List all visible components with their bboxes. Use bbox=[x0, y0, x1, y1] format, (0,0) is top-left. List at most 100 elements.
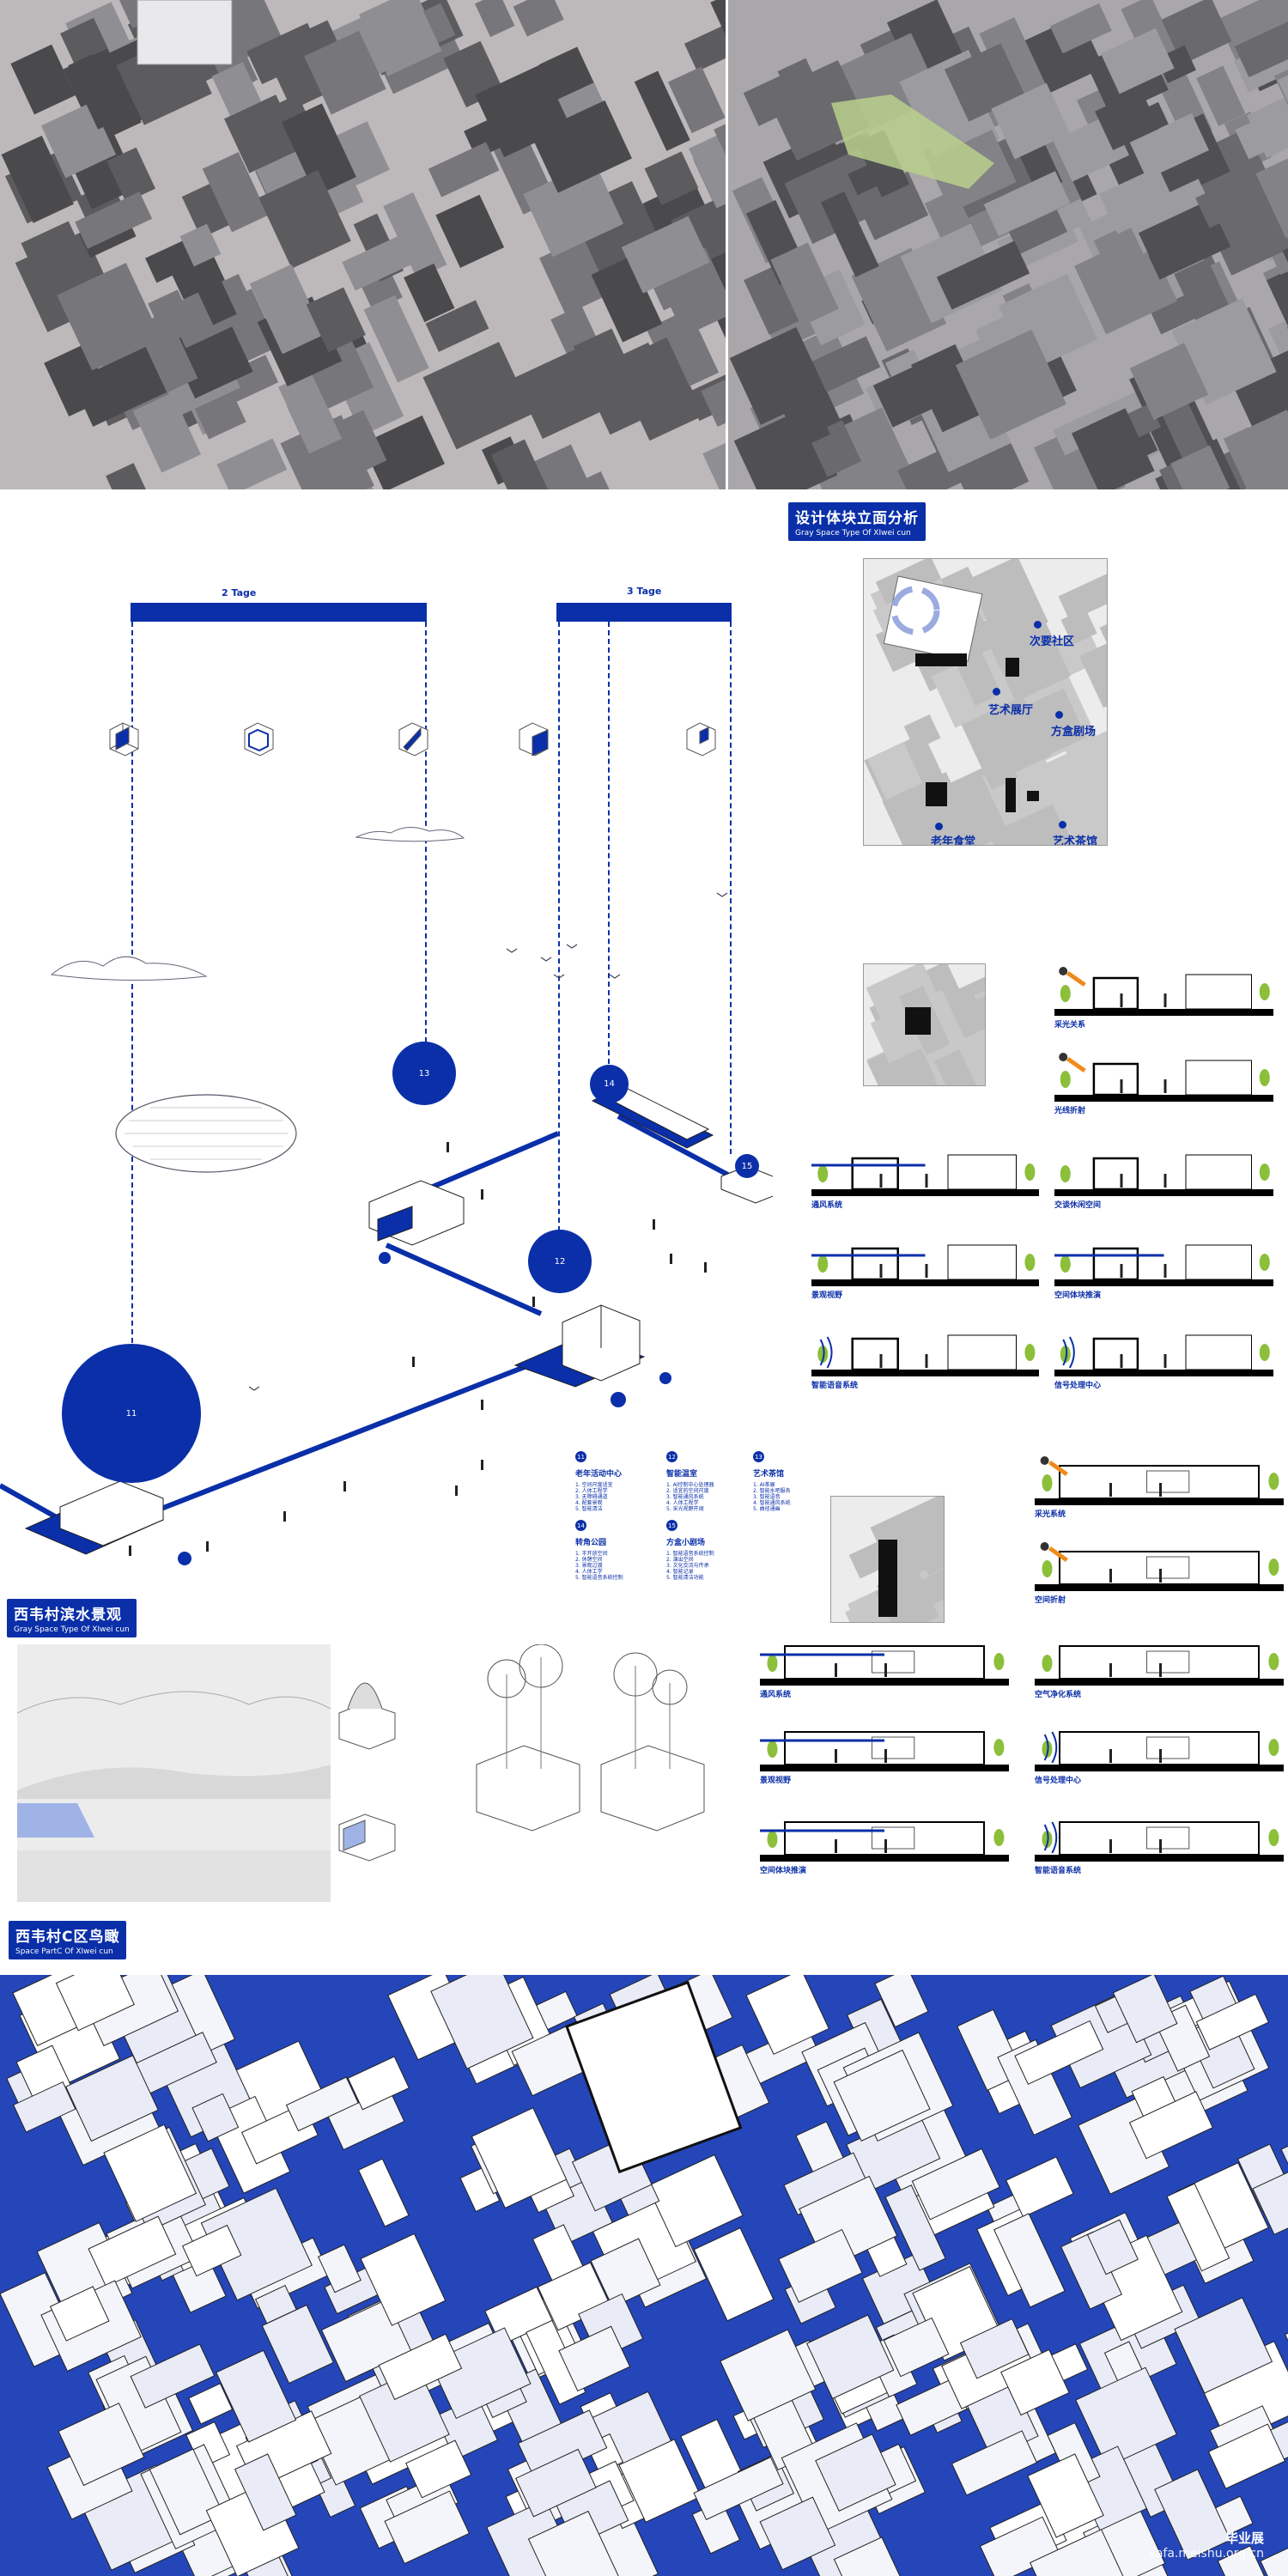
timeline-label-2: 2 Tage bbox=[222, 587, 257, 598]
building bbox=[1158, 457, 1212, 489]
section-diagram: 空间体块推演 bbox=[1054, 1236, 1273, 1300]
timeline-line bbox=[131, 622, 133, 1343]
watermark-brand: 毕业展 bbox=[1224, 2530, 1264, 2546]
building bbox=[951, 2430, 1038, 2496]
building bbox=[234, 2453, 297, 2531]
map-label: 次要社区 bbox=[1030, 635, 1075, 648]
building bbox=[55, 1975, 135, 2032]
building bbox=[1161, 0, 1232, 65]
building bbox=[181, 2224, 242, 2277]
building bbox=[1138, 204, 1214, 260]
legend-title: 老年活动中心 bbox=[575, 1470, 623, 1479]
ground bbox=[760, 1765, 1009, 1771]
timeline-bar-2 bbox=[131, 603, 427, 622]
building bbox=[130, 2343, 216, 2409]
building bbox=[872, 351, 966, 428]
section-drawing bbox=[811, 1154, 1039, 1196]
legend-number: 11 bbox=[575, 1451, 586, 1462]
building bbox=[1065, 720, 1107, 781]
title-en: Gray Space Type Of XIwei cun bbox=[14, 1625, 130, 1634]
building bbox=[591, 256, 663, 343]
building bbox=[514, 444, 591, 489]
building bbox=[1268, 302, 1288, 361]
map-label: 方盒剧场 bbox=[1051, 726, 1097, 738]
building bbox=[1129, 343, 1209, 421]
building bbox=[990, 617, 1071, 701]
legend-item: 5. 采光视野开阔 bbox=[666, 1506, 704, 1512]
building bbox=[955, 329, 1066, 440]
trees-people bbox=[129, 1142, 707, 1565]
section-title-aerial: 西韦村C区鸟瞰 Space PartC Of XIwei cun bbox=[9, 1921, 127, 1959]
section-drawing bbox=[811, 1334, 1039, 1376]
building bbox=[1095, 89, 1160, 150]
ground bbox=[1035, 1584, 1284, 1591]
building bbox=[693, 2456, 784, 2521]
design-block bbox=[1027, 791, 1039, 801]
ground bbox=[1054, 1189, 1273, 1196]
blimp bbox=[115, 1094, 297, 1173]
building bbox=[903, 714, 941, 750]
legend-item: 2. 休憩空间 bbox=[575, 1557, 603, 1563]
ground bbox=[1035, 1679, 1284, 1686]
building bbox=[1058, 568, 1107, 622]
building bbox=[490, 439, 555, 489]
map-label: 艺术茶馆 bbox=[1053, 835, 1098, 846]
building bbox=[854, 171, 929, 240]
building bbox=[702, 421, 726, 489]
building bbox=[997, 2038, 1072, 2136]
building bbox=[361, 415, 445, 489]
building bbox=[936, 240, 1030, 310]
legend-item: 1. 智能语音系统控制 bbox=[666, 1551, 714, 1557]
building bbox=[805, 2314, 895, 2400]
section-drawing bbox=[1054, 1334, 1273, 1376]
title-cn: 设计体块立面分析 bbox=[795, 510, 919, 527]
building bbox=[1170, 445, 1230, 489]
building bbox=[1260, 2535, 1288, 2576]
building bbox=[701, 356, 726, 427]
building bbox=[1071, 408, 1155, 489]
building bbox=[634, 70, 690, 151]
module-icons bbox=[109, 722, 716, 756]
legend-item: 1. AI控制中心处理器 bbox=[666, 1482, 714, 1488]
legend-item: 1. 空间尺度适宜 bbox=[575, 1482, 613, 1488]
title-en: Space PartC Of XIwei cun bbox=[15, 1947, 113, 1956]
section-drawing bbox=[1035, 1456, 1284, 1505]
section-label: 采光系统 bbox=[1035, 1510, 1066, 1519]
building bbox=[778, 2228, 863, 2303]
building bbox=[1027, 2453, 1104, 2538]
project-building bbox=[137, 0, 233, 65]
building bbox=[88, 2215, 177, 2287]
section-label: 信号处理中心 bbox=[1035, 1777, 1082, 1785]
design-block bbox=[1005, 778, 1016, 812]
node-circle-11: 11 bbox=[62, 1344, 201, 1483]
building bbox=[1005, 2156, 1074, 2218]
building bbox=[422, 342, 533, 450]
building bbox=[874, 1975, 929, 2028]
building bbox=[1166, 2183, 1230, 2272]
watermark: 毕业展 xafa.meishu.org.cn bbox=[1149, 2529, 1264, 2561]
building bbox=[1036, 735, 1107, 826]
section-diagram: 景观视野 bbox=[760, 1722, 1009, 1785]
ground bbox=[1054, 1095, 1273, 1102]
section-drawing bbox=[1054, 967, 1273, 1016]
building bbox=[75, 191, 153, 249]
marker bbox=[1034, 621, 1042, 629]
building bbox=[216, 438, 288, 489]
building bbox=[405, 2439, 472, 2499]
section-drawing bbox=[1054, 1244, 1273, 1286]
legend-number: 12 bbox=[666, 1451, 677, 1462]
building bbox=[862, 463, 924, 489]
ground bbox=[1054, 1279, 1273, 1286]
legend-item: 1. AI茶展 bbox=[753, 1482, 775, 1488]
tree-cube-sketches bbox=[338, 1644, 705, 1862]
design-block bbox=[915, 653, 967, 666]
design-block bbox=[905, 1007, 931, 1035]
project-building bbox=[565, 1980, 743, 2174]
legend-title: 智能温室 bbox=[666, 1470, 698, 1479]
legend-item: 5. 智能清洁功能 bbox=[666, 1575, 704, 1581]
building bbox=[1255, 157, 1288, 238]
building bbox=[1195, 1993, 1270, 2050]
building bbox=[148, 289, 197, 344]
site-plan-map: 次要社区 艺术展厅 方盒剧场 老年食堂 艺术茶馆 bbox=[863, 558, 1108, 846]
